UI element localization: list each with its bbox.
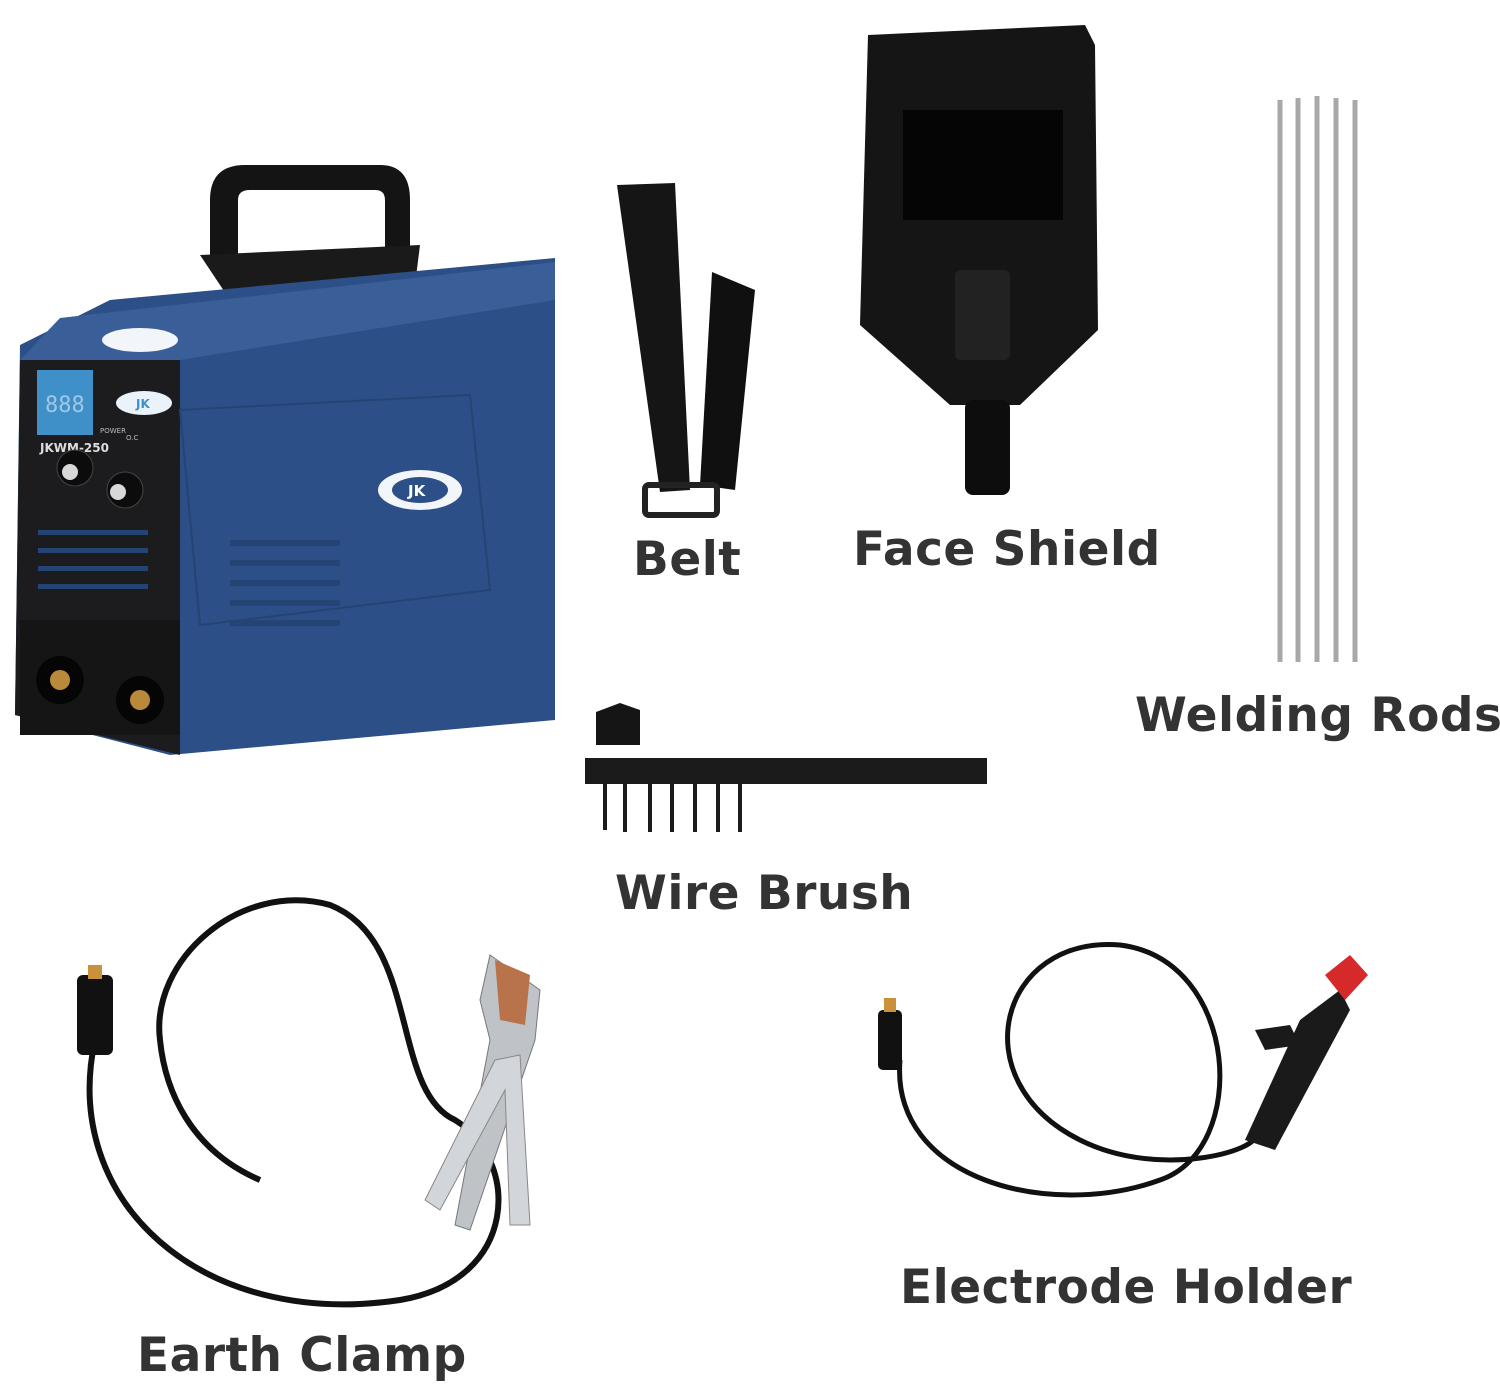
model-label: JKWM-250: [39, 441, 109, 455]
belt-buckle: [642, 482, 720, 518]
label-belt: Belt: [633, 532, 742, 587]
svg-text:POWER: POWER: [100, 427, 126, 435]
label-earth-clamp: Earth Clamp: [137, 1328, 467, 1383]
cable-plug: [878, 1010, 902, 1070]
belt: [617, 183, 755, 518]
handle: [210, 165, 410, 260]
earth-clamp: [77, 897, 541, 1308]
digital-display: [37, 370, 93, 435]
wire-brush: [585, 703, 987, 832]
welding-rods: [1277, 96, 1358, 662]
face-shield: [860, 25, 1098, 495]
svg-text:O.C: O.C: [126, 434, 138, 442]
shield-handle: [965, 400, 1010, 495]
electrode-holder: [878, 942, 1368, 1198]
svg-text:JK: JK: [135, 397, 150, 411]
label-welding-rods: Welding Rods: [1135, 688, 1500, 743]
svg-text:JK: JK: [407, 482, 427, 500]
vent-slots: [38, 530, 340, 626]
cable-plug: [77, 975, 113, 1055]
label-face-shield: Face Shield: [853, 522, 1161, 577]
welding-machine: 888 JK JKWM-250 POWER O.C JK: [15, 165, 555, 755]
label-electrode-holder: Electrode Holder: [900, 1260, 1353, 1315]
label-wire-brush: Wire Brush: [615, 866, 914, 921]
display-digits: 888: [45, 393, 85, 418]
brand-logo-small: [116, 391, 172, 415]
viewing-window: [903, 110, 1063, 220]
